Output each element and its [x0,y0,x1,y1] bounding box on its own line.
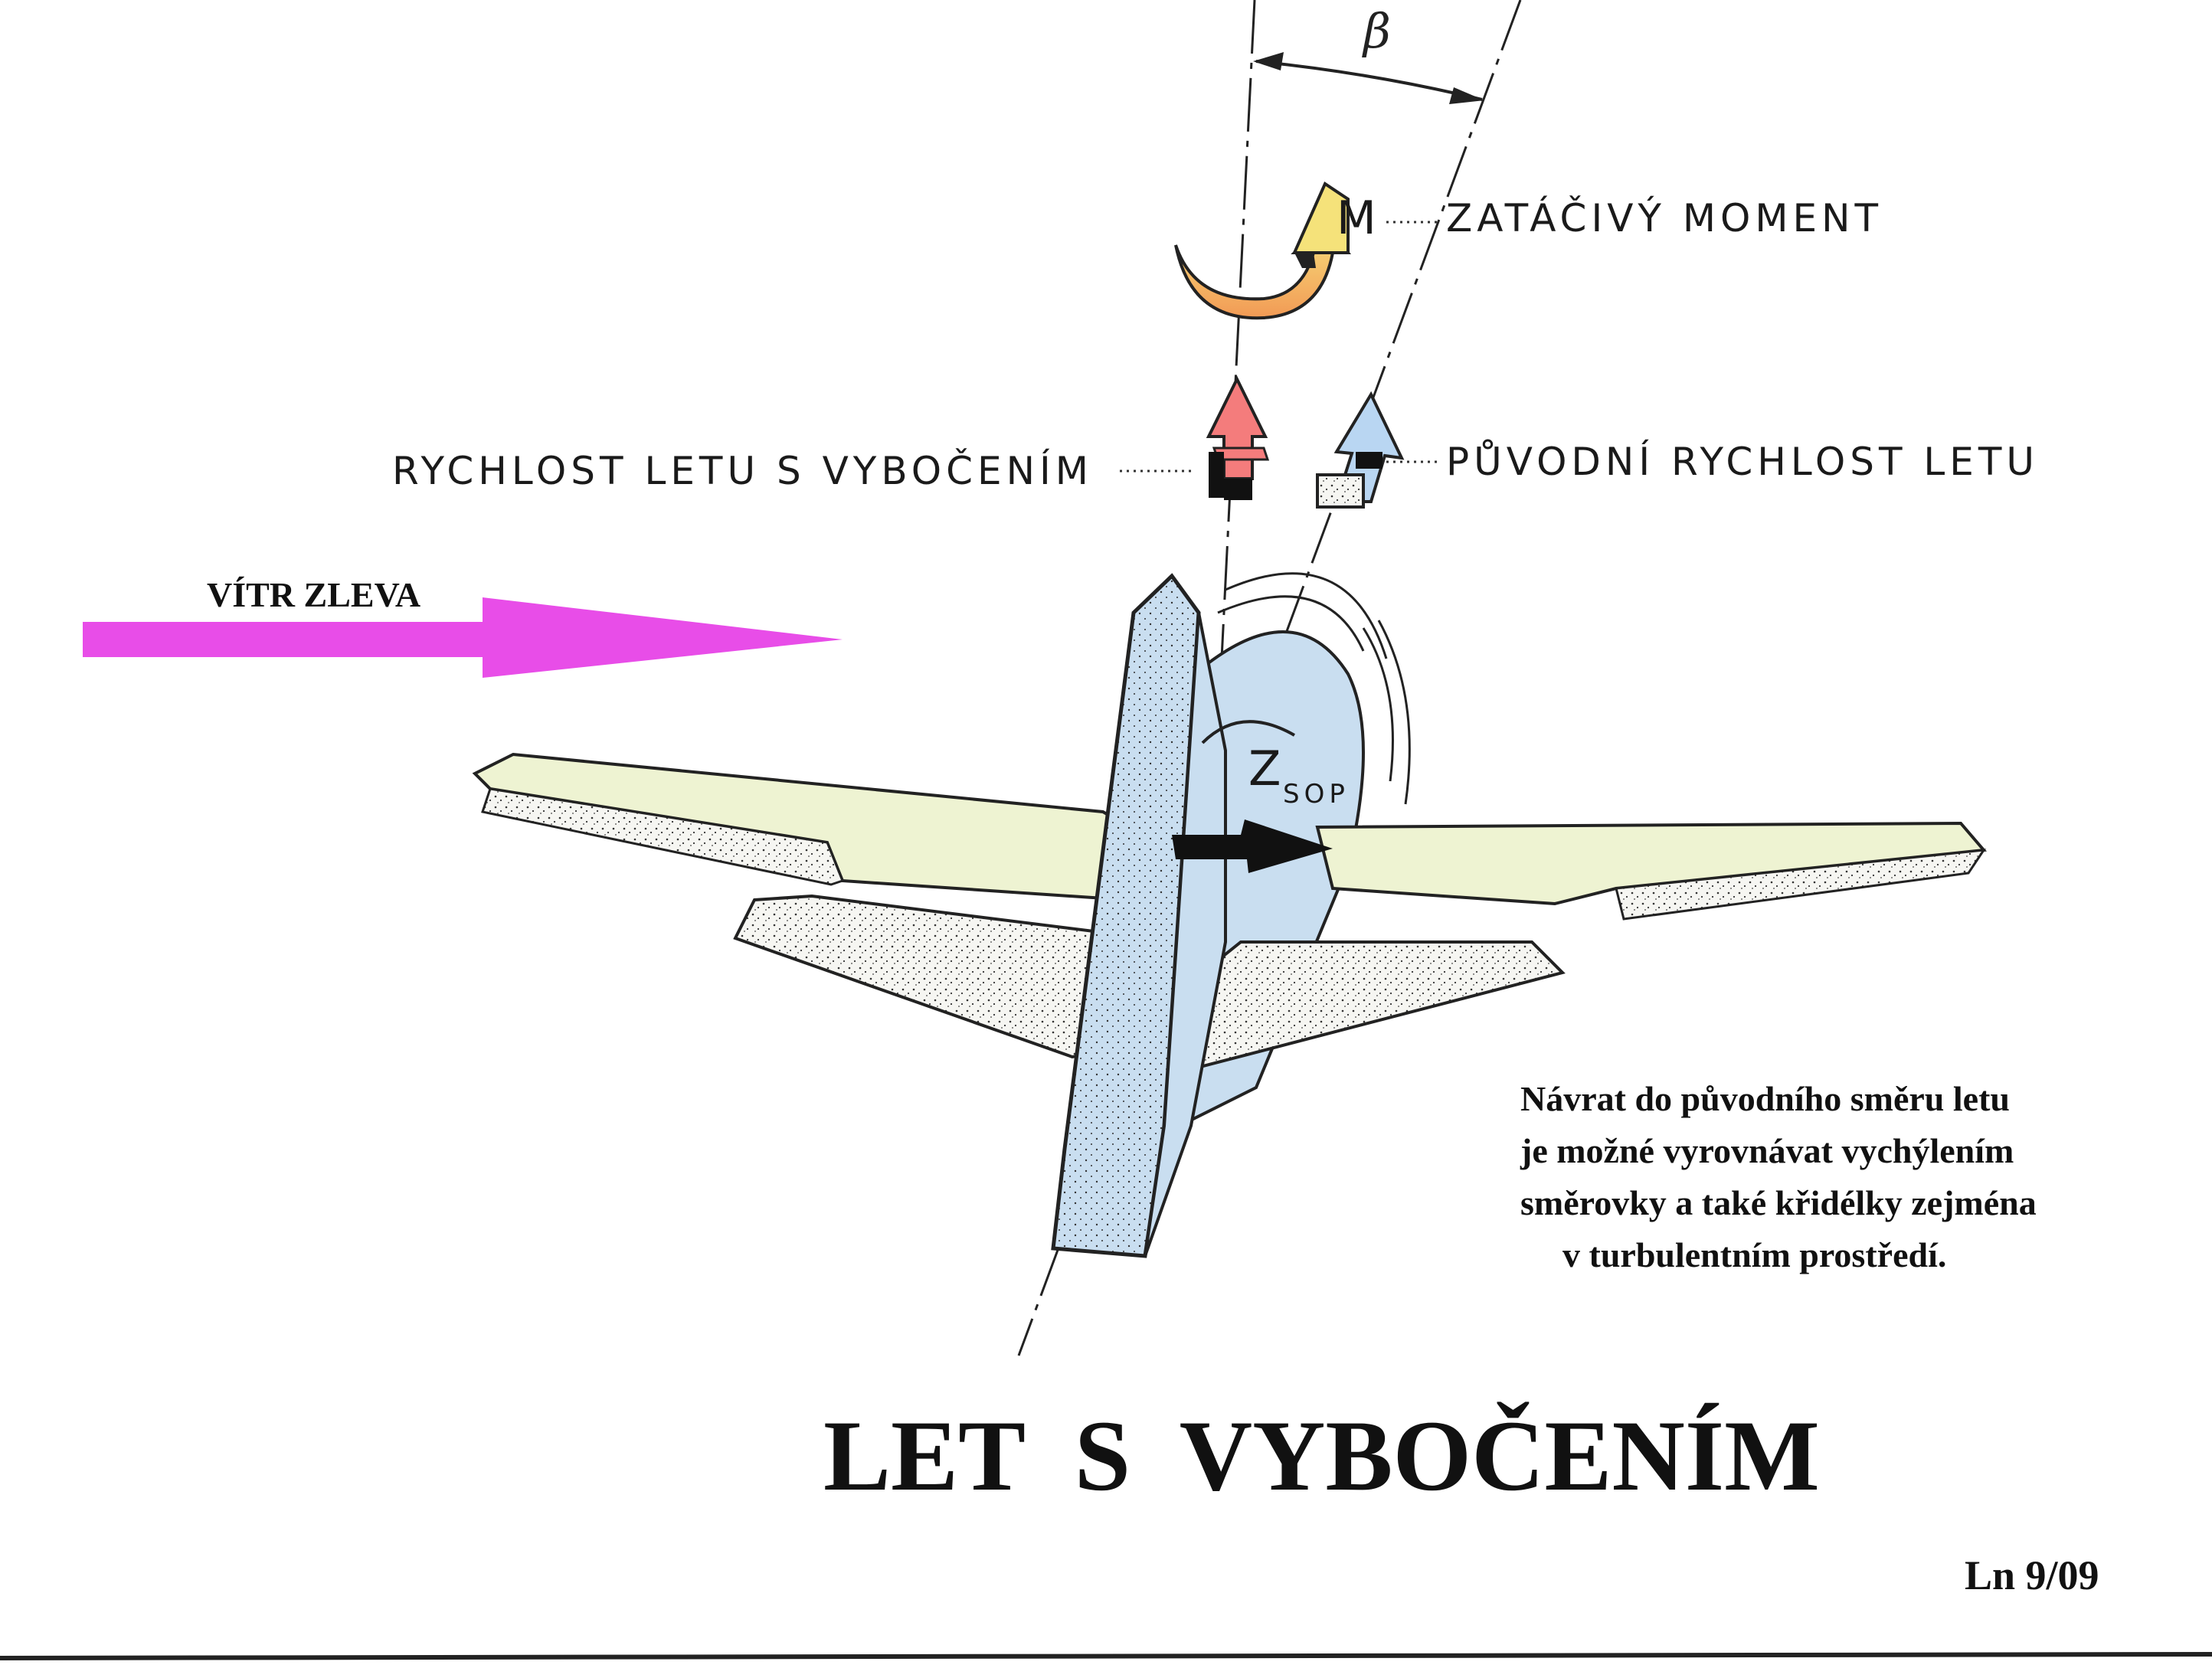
moment-label: ZATÁČIVÝ MOMENT [1446,195,1883,240]
yawing-moment-icon [1174,182,1351,320]
rotation-motion-lines [1217,572,1411,805]
wind-arrow [83,597,843,678]
moment-symbol: M [1337,191,1381,245]
page-code: Ln 9/09 [1965,1552,2099,1598]
note-line-4: v turbulentním prostředí. [1562,1235,1946,1274]
yawed-velocity-arrow [1206,375,1270,500]
note-line-1: Návrat do původního směru letu [1520,1079,2010,1118]
original-direction-axis [1216,0,1256,736]
side-force-arrow [1172,720,1333,873]
explanatory-note: Návrat do původního směru letu je možné … [1520,1079,2037,1274]
original-velocity-arrow [1316,391,1405,509]
beta-angle-arc: β [1253,3,1484,104]
wind-label: VÍTR ZLEVA [207,575,420,614]
left-aileron [481,787,844,886]
aircraft-rear-view: Z SOP [472,572,1988,1258]
beta-label: β [1362,3,1391,59]
original-speed-label: PŮVODNÍ RYCHLOST LETU [1446,439,2039,484]
horizontal-stabilizer-right [1177,940,1566,1075]
side-force-symbol: Z [1248,741,1285,796]
side-force-subscript: SOP [1283,779,1350,810]
page-title: LET S VYBOČENÍM [823,1399,1820,1512]
note-line-2: je možné vyrovnávat vychýlením [1520,1131,2014,1170]
rudder [1144,612,1227,1257]
yawed-speed-label: RYCHLOST LETU S VYBOČENÍM [392,448,1093,493]
right-aileron [1615,849,1987,921]
bottom-rule [0,1652,2212,1660]
note-line-3: směrovky a také křidélky zejména [1520,1183,2037,1222]
